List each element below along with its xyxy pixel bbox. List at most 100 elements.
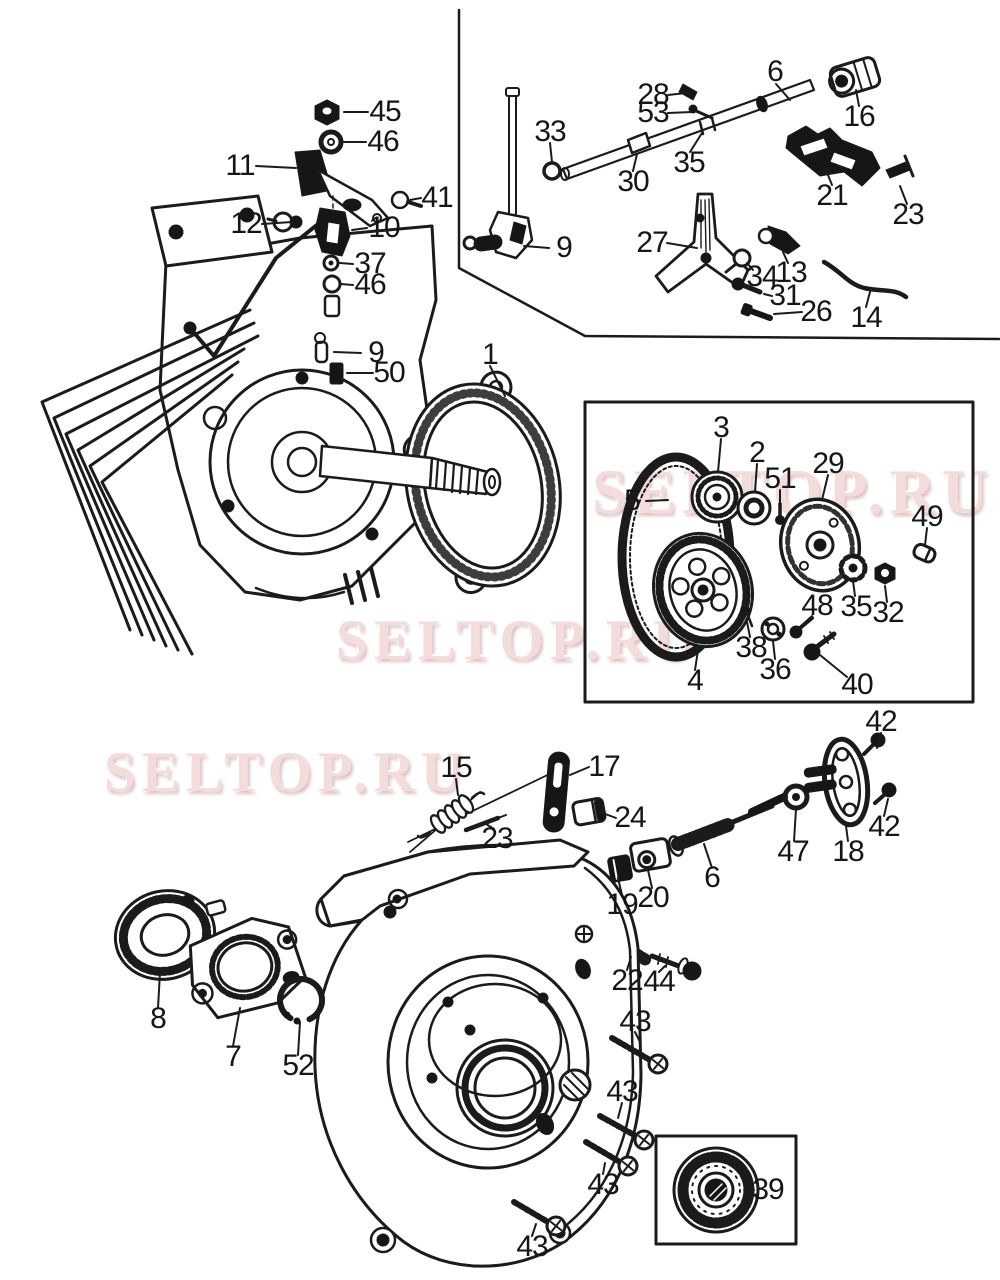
- part-label-39: 39: [752, 1173, 784, 1206]
- rod-6: [561, 78, 816, 181]
- cover-bracket-arm: [319, 838, 590, 928]
- fork-27: [654, 192, 750, 294]
- washer-46: [318, 129, 344, 155]
- lower-linkage-parts: [407, 732, 897, 981]
- part-label-9b: 9: [556, 231, 573, 264]
- part-label-9: 9: [368, 336, 385, 369]
- part-label-1: 1: [482, 338, 499, 371]
- pin-49: [912, 542, 937, 564]
- spring-15: [416, 791, 486, 839]
- lever-17: [542, 751, 570, 833]
- part-label-23: 23: [892, 198, 924, 231]
- part-label-38: 38: [735, 631, 767, 664]
- crankshaft: [318, 444, 502, 497]
- pin-28: [678, 83, 698, 101]
- part-label-41: 41: [421, 181, 453, 214]
- pulley-4: [651, 531, 755, 649]
- pin-9: [314, 340, 329, 364]
- part-label-29: 29: [812, 447, 844, 480]
- part-label-18: 18: [832, 835, 864, 868]
- leader-lines: [157, 83, 928, 1237]
- watermark: SELTOP.RU: [104, 741, 468, 804]
- part-label-30: 30: [617, 165, 649, 198]
- part-label-19: 19: [606, 888, 638, 921]
- part-label-47: 47: [777, 835, 809, 868]
- part-label-43b: 43: [606, 1075, 638, 1108]
- part-label-14: 14: [850, 301, 882, 334]
- collar-30: [626, 131, 652, 155]
- part-label-40: 40: [841, 668, 873, 701]
- plate-18: [803, 736, 871, 828]
- bolt-43d: [511, 1199, 567, 1237]
- part-label-16: 16: [843, 100, 875, 133]
- governor-rod: [188, 222, 320, 358]
- part-label-33: 33: [534, 115, 566, 148]
- bearing-retainer-8: [113, 889, 227, 981]
- part-label-46b: 46: [354, 268, 386, 301]
- oring-33: [542, 161, 562, 181]
- screw-42a: [862, 732, 886, 756]
- part-label-20: 20: [637, 881, 669, 914]
- engine-block: [40, 194, 438, 656]
- bolt-43c: [583, 1139, 639, 1177]
- part-label-31: 31: [769, 279, 801, 312]
- rod-9: [508, 93, 517, 217]
- part-label-5: 5: [624, 484, 641, 517]
- part-label-32: 32: [872, 596, 904, 629]
- joint-20: [629, 837, 672, 873]
- part-label-17: 17: [588, 750, 620, 783]
- part-label-12: 12: [230, 207, 262, 240]
- part-label-13: 13: [775, 256, 807, 289]
- cooling-fins: [40, 308, 260, 656]
- part-label-43a: 43: [619, 1005, 651, 1038]
- bolt-34: [732, 248, 752, 268]
- part-label-44: 44: [643, 965, 675, 998]
- part-label-11: 11: [225, 149, 255, 182]
- crankcase-cover: [313, 838, 643, 1268]
- cylinder-50: [329, 362, 344, 385]
- panel-top-right-border: [457, 8, 1000, 341]
- part-label-2: 2: [749, 436, 766, 469]
- part-label-37: 37: [354, 247, 386, 280]
- plate-7: [188, 916, 307, 1020]
- wire-14: [821, 259, 909, 300]
- oil-seal-bore: [455, 1038, 555, 1138]
- bolt-43b: [597, 1113, 655, 1151]
- pin-23b: [463, 815, 501, 833]
- belt-and-pulleys: [617, 452, 937, 662]
- part-label-46: 46: [367, 125, 399, 158]
- part-label-43d: 43: [516, 1230, 548, 1263]
- part-label-24: 24: [614, 801, 646, 834]
- panel-middle-border: [583, 400, 975, 704]
- part-label-35: 35: [673, 146, 705, 179]
- part-label-10: 10: [368, 211, 400, 244]
- bushing-16: [828, 56, 882, 98]
- part-label-42b: 42: [868, 810, 900, 843]
- bushing-24: [571, 797, 607, 827]
- part-label-51: 51: [764, 462, 796, 495]
- governor-arm-parts: [266, 99, 423, 385]
- part-label-52: 52: [282, 1049, 314, 1082]
- part-label-34: 34: [746, 260, 778, 293]
- part-label-49: 49: [911, 500, 943, 533]
- cover-bolts-43: [511, 1035, 669, 1237]
- part-label-43c: 43: [587, 1168, 619, 1201]
- bearing-39-box: [654, 1134, 798, 1246]
- bolt-26: [745, 307, 773, 321]
- screw-42b: [873, 782, 897, 805]
- part-label-28: 28: [637, 78, 669, 111]
- part-label-6: 6: [767, 55, 784, 88]
- shaft-6-lower: [668, 793, 788, 857]
- part-label-3: 3: [713, 411, 730, 444]
- part-label-50: 50: [373, 356, 405, 389]
- part-label-4: 4: [687, 664, 704, 697]
- nut-19: [607, 854, 633, 883]
- part-label-27: 27: [636, 226, 668, 259]
- part-label-45: 45: [369, 95, 401, 128]
- hub-2: [736, 490, 772, 526]
- part-label-7: 7: [225, 1040, 242, 1073]
- bolt-44: [649, 953, 702, 981]
- part-label-26: 26: [800, 295, 832, 328]
